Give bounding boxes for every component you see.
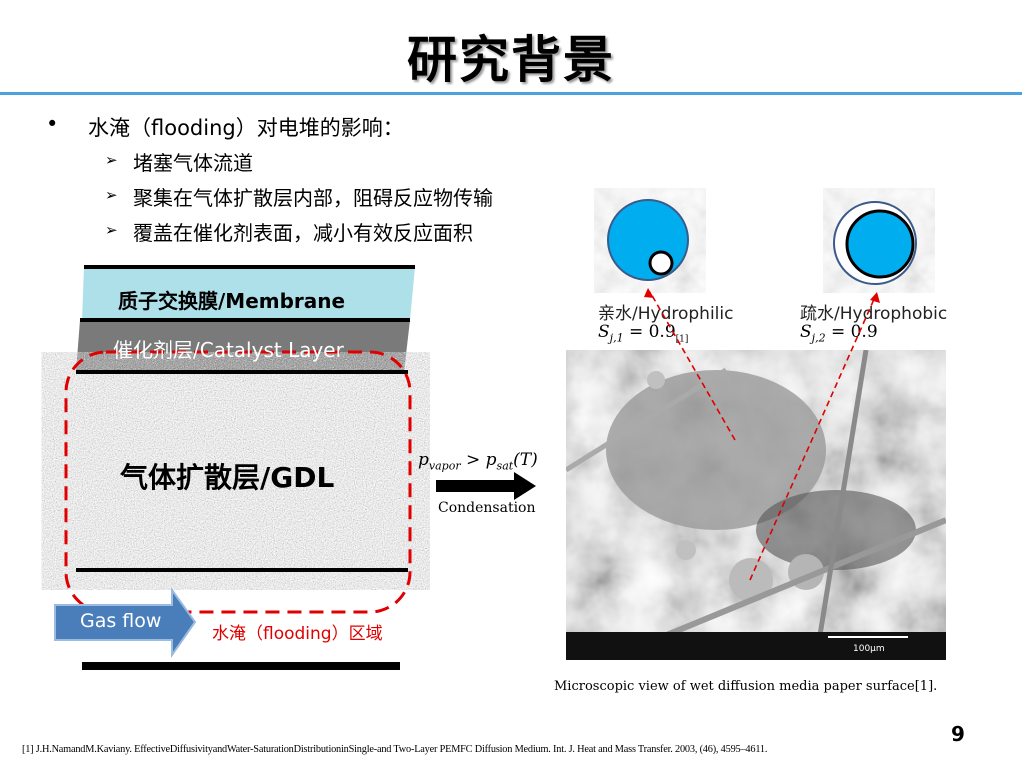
sub-item: 堵塞气体流道	[133, 151, 253, 175]
hydrophilic-label: 亲水/Hydrophilic	[598, 304, 734, 324]
flooding-region-outline	[64, 350, 412, 614]
gas-flow-arrow-icon	[54, 586, 197, 659]
hydrophilic-saturation: Sj,1 = 0.9[1]	[598, 322, 689, 345]
page-title: 研究背景	[407, 31, 615, 89]
channel-wall	[82, 662, 400, 670]
sub-item: 覆盖在催化剂表面，减小有效反应面积	[133, 221, 473, 245]
membrane-label: 质子交换膜/Membrane	[118, 289, 346, 313]
layer-diagram	[54, 265, 415, 670]
sem-micrograph	[566, 350, 946, 660]
hydrophobic-droplet-image	[823, 188, 935, 293]
arrow-bullet-icon: ➢	[105, 186, 118, 204]
condensation-arrow-icon	[436, 472, 536, 500]
catalyst-label: 催化剂层/Catalyst Layer	[113, 338, 344, 362]
arrow-bullet-icon: ➢	[105, 151, 118, 169]
hydrophobic-saturation: Sj,2 = 0.9	[800, 322, 878, 345]
membrane-layer	[82, 267, 415, 320]
page-number: 9	[951, 722, 965, 746]
figure-caption: Microscopic view of wet diffusion media …	[554, 679, 938, 694]
catalyst-layer	[76, 320, 410, 372]
hydrophilic-droplet-image	[594, 188, 706, 293]
sub-item: 聚集在气体扩散层内部，阻碍反应物传输	[133, 186, 493, 210]
title-divider	[0, 92, 1022, 95]
scale-bar-label: 100μm	[853, 644, 885, 654]
hydrophobic-label: 疏水/Hydrophobic	[800, 304, 948, 324]
bullet-text: 水淹（flooding）对电堆的影响：	[88, 116, 404, 140]
scale-bar	[828, 636, 908, 638]
reference: [1] J.H.NamandM.Kaviany. EffectiveDiffus…	[22, 744, 768, 755]
gdl-label: 气体扩散层/GDL	[120, 461, 335, 494]
bullet-marker: •	[46, 112, 59, 136]
flooding-region-label: 水淹（flooding）区域	[212, 624, 383, 644]
pointer-lines	[644, 288, 880, 581]
gdl-layer	[75, 372, 408, 570]
gas-flow-label: Gas flow	[80, 610, 162, 632]
condition-formula: pvapor > psat(T)	[418, 450, 538, 473]
condensation-label: Condensation	[438, 500, 536, 516]
arrow-bullet-icon: ➢	[105, 221, 118, 239]
